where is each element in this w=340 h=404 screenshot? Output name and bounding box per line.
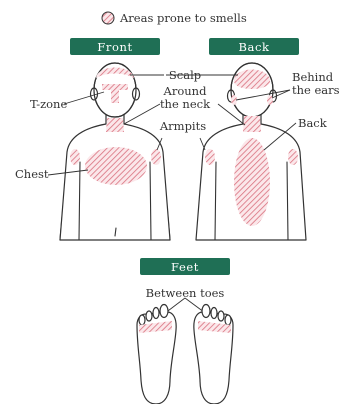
front-figure bbox=[60, 63, 170, 240]
tab-back-label: Back bbox=[238, 40, 270, 54]
foot-left-toe-1 bbox=[139, 315, 145, 325]
foot-left-toe-2 bbox=[146, 311, 152, 321]
front-armpit-right bbox=[151, 149, 161, 165]
tab-feet-label: Feet bbox=[171, 260, 199, 274]
label-back: Back bbox=[298, 116, 328, 130]
label-behind-ears-line2: the ears bbox=[292, 83, 340, 97]
label-behind-ears-line1: Behind bbox=[292, 70, 334, 84]
tab-front: Front bbox=[70, 38, 160, 55]
label-between-toes: Between toes bbox=[146, 286, 225, 300]
foot-left-toe-4 bbox=[160, 305, 168, 318]
back-figure bbox=[196, 63, 306, 240]
tab-back: Back bbox=[209, 38, 299, 55]
foot-right-toe-4 bbox=[225, 315, 231, 325]
back-armpit-right bbox=[288, 149, 298, 165]
foot-right bbox=[194, 305, 233, 404]
back-armpit-left bbox=[205, 149, 215, 165]
foot-right-toe-2 bbox=[211, 308, 217, 319]
label-t-zone: T-zone bbox=[30, 97, 67, 111]
tab-feet: Feet bbox=[140, 258, 230, 275]
back-zone bbox=[234, 138, 270, 226]
legend: Areas prone to smells bbox=[102, 11, 247, 25]
front-armpit-left bbox=[70, 149, 80, 165]
legend-label: Areas prone to smells bbox=[119, 11, 247, 25]
behind-ear-right-zone bbox=[267, 95, 273, 105]
foot-left-toe-3 bbox=[153, 308, 159, 319]
back-neck-zone bbox=[243, 116, 261, 132]
front-neck-zone bbox=[106, 118, 124, 132]
label-around-neck-line2: the neck bbox=[160, 97, 211, 111]
foot-right-toe-1 bbox=[202, 305, 210, 318]
label-chest: Chest bbox=[15, 167, 49, 181]
hatched-circle-icon bbox=[102, 12, 114, 24]
chest-zone bbox=[85, 147, 147, 185]
foot-left bbox=[137, 305, 176, 404]
feet-figure bbox=[137, 305, 233, 404]
label-around-neck-line1: Around bbox=[163, 84, 208, 98]
label-scalp: Scalp bbox=[169, 68, 201, 82]
label-armpits: Armpits bbox=[159, 119, 206, 133]
tab-front-label: Front bbox=[97, 40, 132, 54]
foot-right-toe-3 bbox=[218, 311, 224, 321]
